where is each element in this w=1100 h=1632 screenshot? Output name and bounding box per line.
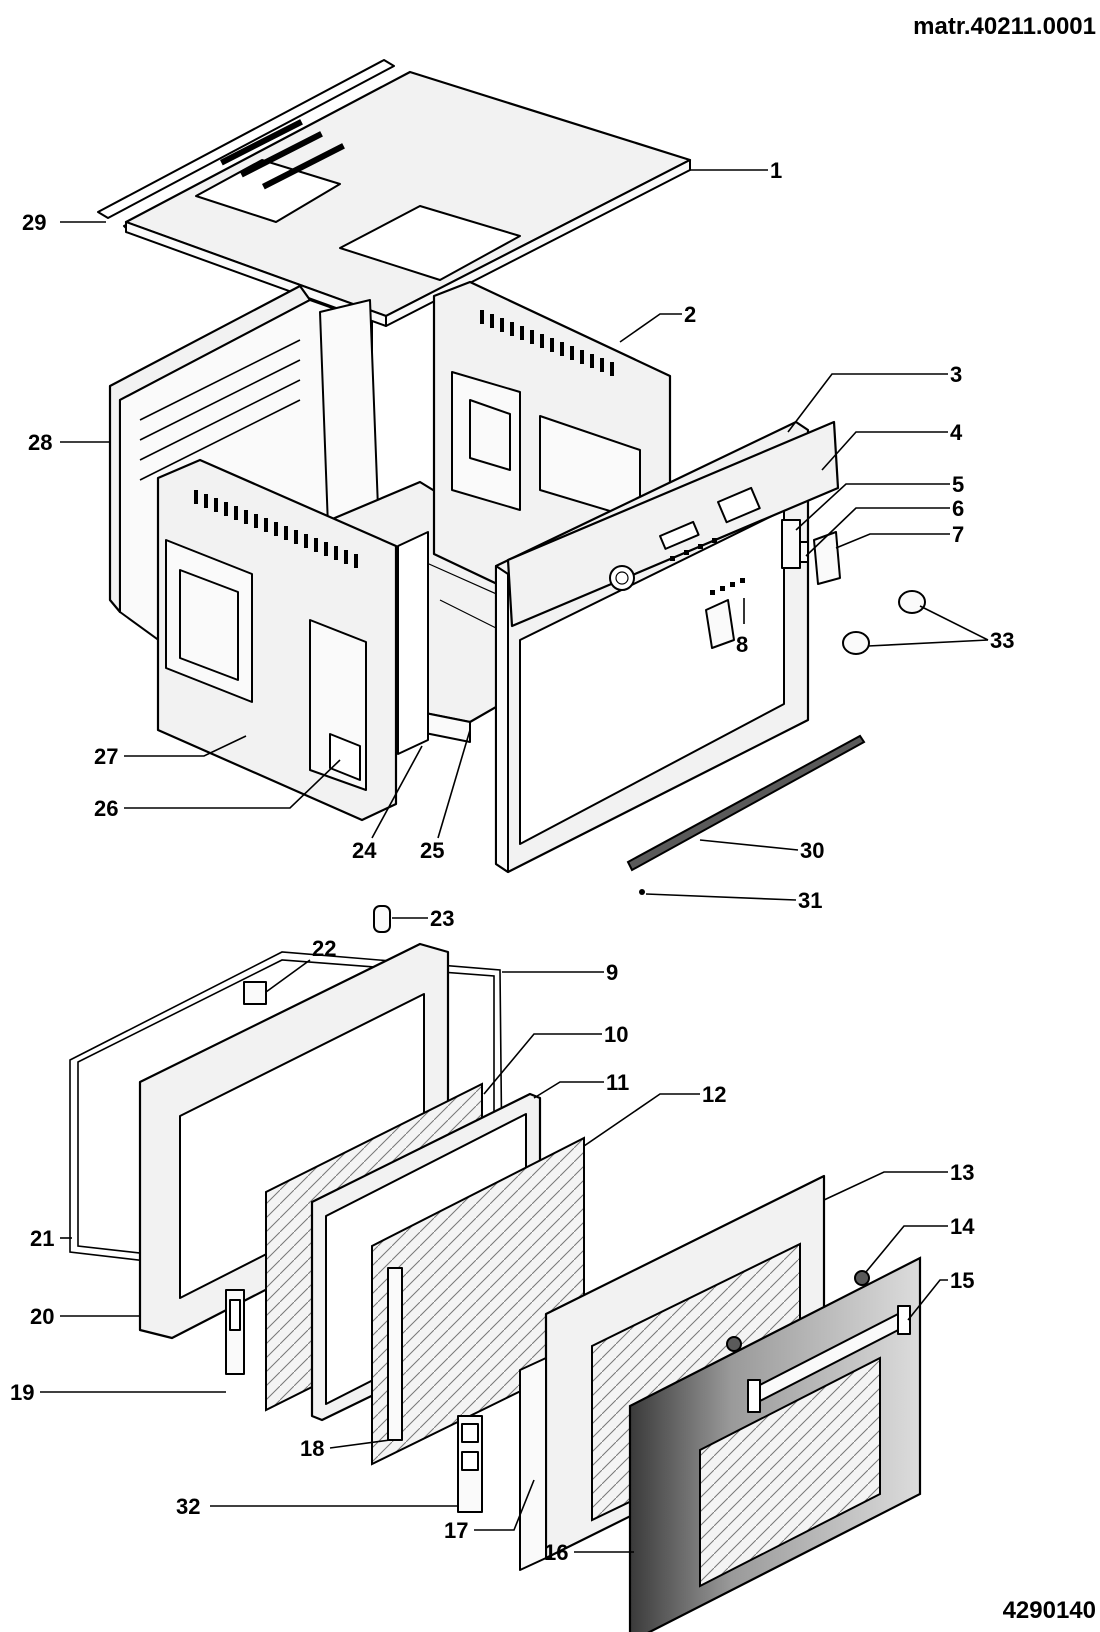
callout-26: 26 — [94, 796, 118, 821]
callout-2: 2 — [684, 302, 696, 327]
part-31-screw — [639, 889, 645, 895]
part-26-side-bracket — [329, 733, 361, 781]
callout-6: 6 — [952, 496, 964, 521]
callout-21: 21 — [30, 1226, 54, 1251]
part-22-bracket — [243, 981, 267, 1005]
callout-33: 33 — [990, 628, 1014, 653]
callout-3: 3 — [950, 362, 962, 387]
leader-3 — [787, 373, 948, 433]
part-4-control-panel — [506, 420, 840, 628]
callout-11: 11 — [606, 1070, 629, 1095]
leader-10 — [483, 1033, 602, 1095]
leader-31 — [645, 893, 797, 901]
leader-26 — [124, 759, 341, 809]
callout-20: 20 — [30, 1304, 54, 1329]
part-8-button — [705, 578, 745, 649]
leader-15 — [907, 1279, 948, 1321]
leader-2 — [619, 313, 682, 343]
leader-12 — [583, 1093, 700, 1147]
callout-28: 28 — [28, 430, 52, 455]
callout-30: 30 — [800, 838, 824, 863]
part-6-clip — [799, 541, 809, 563]
callout-27: 27 — [94, 744, 118, 769]
part-19-hinge — [225, 1289, 245, 1375]
callout-23: 23 — [430, 906, 454, 931]
part-17-side-profile — [519, 1357, 547, 1571]
callout-14: 14 — [950, 1214, 975, 1239]
callout-29: 29 — [22, 210, 46, 235]
leader-33a — [919, 605, 989, 641]
leader-5 — [795, 483, 950, 531]
part-24-support — [397, 531, 429, 755]
callout-8: 8 — [736, 632, 748, 657]
material-code: matr.40211.0001 — [913, 13, 1096, 40]
callout-1: 1 — [770, 158, 782, 183]
leader-13 — [823, 1171, 948, 1201]
leader-18 — [329, 1439, 391, 1449]
callout-24: 24 — [352, 838, 377, 863]
callout-25: 25 — [420, 838, 444, 863]
leader-14 — [865, 1225, 948, 1273]
part-23-clip — [373, 905, 391, 933]
callout-32: 32 — [176, 1494, 200, 1519]
callout-18: 18 — [300, 1436, 324, 1461]
leader-22 — [265, 959, 311, 993]
part-33-caps — [842, 590, 926, 655]
part-5-switch — [781, 519, 801, 569]
leader-24 — [371, 745, 423, 839]
leader-25 — [437, 729, 471, 839]
leader-17 — [474, 1479, 535, 1531]
part-15-handle — [747, 1305, 911, 1413]
leader-6 — [805, 507, 950, 557]
callout-12: 12 — [702, 1082, 726, 1107]
callout-5: 5 — [952, 472, 964, 497]
callout-4: 4 — [950, 420, 963, 445]
leader-4 — [821, 431, 948, 471]
drawing-number: 4290140 — [1003, 1597, 1096, 1624]
callout-labels: 1 2 3 4 5 6 7 8 9 10 11 12 13 14 15 16 1… — [10, 158, 1014, 1565]
part-14-screw — [726, 1270, 870, 1352]
part-7-knob — [813, 531, 841, 585]
callout-13: 13 — [950, 1160, 974, 1185]
leader-7 — [835, 533, 950, 549]
callout-7: 7 — [952, 522, 964, 547]
callout-22: 22 — [312, 936, 336, 961]
callout-17: 17 — [444, 1518, 468, 1543]
leader-33b — [867, 639, 989, 647]
part-30-trim-strip — [626, 734, 866, 872]
leader-27 — [124, 735, 247, 757]
part-1-top-cover — [124, 70, 692, 327]
callout-31: 31 — [798, 888, 822, 913]
leader-11 — [533, 1081, 604, 1099]
callout-15: 15 — [950, 1268, 974, 1293]
callout-9: 9 — [606, 960, 618, 985]
callout-16: 16 — [544, 1540, 568, 1565]
leader-lines — [40, 169, 989, 1553]
callout-10: 10 — [604, 1022, 628, 1047]
leader-30 — [699, 839, 799, 851]
part-18-strip — [387, 1267, 403, 1441]
callout-19: 19 — [10, 1380, 34, 1405]
part-32-hinge — [457, 1415, 483, 1513]
